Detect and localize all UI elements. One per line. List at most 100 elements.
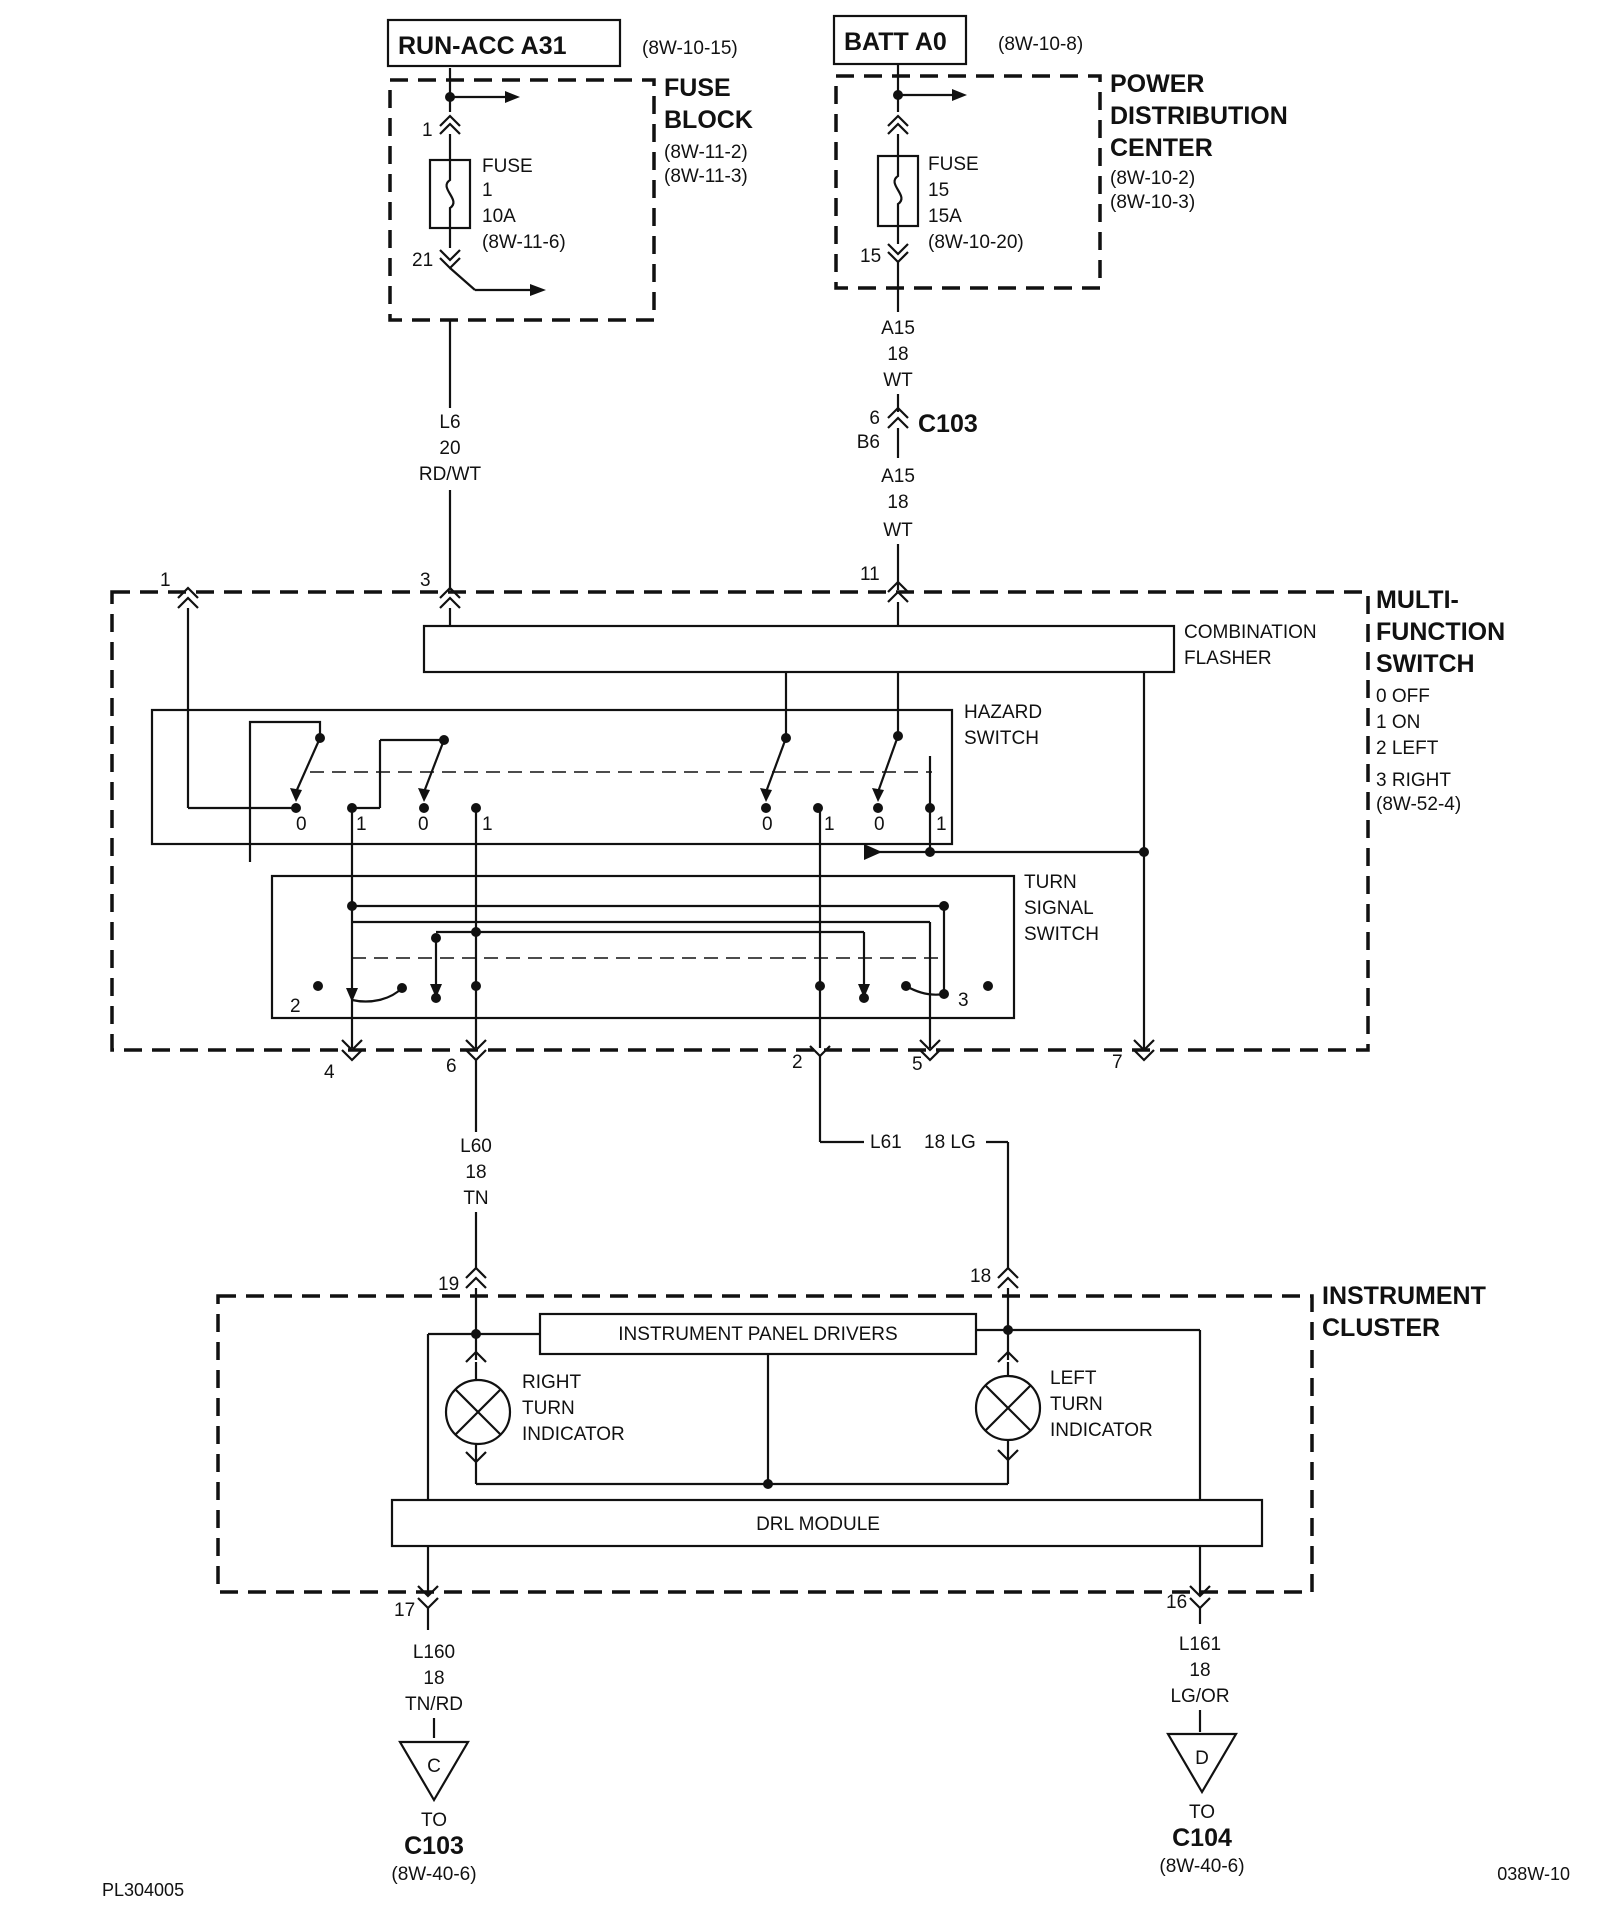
- destination-c-ref: (8W-40-6): [391, 1864, 476, 1885]
- wire-l60: L60 18 TN: [460, 1060, 492, 1268]
- fuse-block: FUSE BLOCK (8W-11-2) (8W-11-3) 1 FUSE 1 …: [388, 68, 753, 322]
- fuse-15-ref: (8W-10-20): [928, 232, 1024, 253]
- l6-color: RD/WT: [419, 464, 482, 485]
- batt-box: [832, 14, 968, 66]
- mfs-title-1: MULTI-: [1376, 586, 1459, 614]
- turn-pos-3: 3: [958, 990, 969, 1011]
- instrument-cluster-outline: [216, 1294, 1314, 1594]
- fuse-block-ref-1: (8W-11-2): [664, 142, 748, 163]
- drl-label: DRL MODULE: [756, 1514, 880, 1535]
- c103-name: C103: [918, 410, 978, 438]
- mfs-pos-2: 2 LEFT: [1376, 738, 1439, 759]
- cluster-title-2: CLUSTER: [1322, 1314, 1440, 1342]
- mfs-ref: (8W-52-4): [1376, 794, 1461, 815]
- mfs-pin-11: 11: [860, 564, 880, 585]
- wire-l61: L61 18 LG: [818, 1056, 1010, 1268]
- run-acc-ref: (8W-10-15): [642, 38, 738, 59]
- pdc-ref-2: (8W-10-3): [1110, 192, 1195, 213]
- a15-top-circuit: A15: [881, 318, 915, 339]
- a15-bot-color: WT: [883, 520, 913, 541]
- power-distribution-center: POWER DISTRIBUTION CENTER (8W-10-2) (8W-…: [834, 64, 1288, 290]
- fuse-15-number: 15: [928, 180, 949, 201]
- fuse-15-amperage: 15A: [928, 206, 962, 227]
- fuse-block-pin-1: 1: [422, 120, 433, 141]
- l60-circuit: L60: [460, 1136, 492, 1157]
- pdc-ref-1: (8W-10-2): [1110, 168, 1195, 189]
- l61-circuit: L61: [870, 1132, 902, 1153]
- hz-contact-0c: 0: [762, 814, 773, 835]
- combination-flasher: [422, 624, 1176, 674]
- hazard-switch: [150, 708, 954, 846]
- c103-pin: 6: [869, 408, 880, 429]
- hazard-label-2: SWITCH: [964, 728, 1039, 749]
- cluster-pin-19: 19: [438, 1274, 459, 1295]
- l6-gauge: 20: [439, 438, 460, 459]
- run-acc-box: [386, 18, 622, 68]
- cluster-title-1: INSTRUMENT: [1322, 1282, 1486, 1310]
- pdc-title-1: POWER: [1110, 70, 1204, 98]
- a15-bot-gauge: 18: [887, 492, 908, 513]
- batt-ref: (8W-10-8): [998, 34, 1083, 55]
- fuse-block-title-2: BLOCK: [664, 106, 753, 134]
- left-turn-label-2: TURN: [1050, 1394, 1103, 1415]
- l60-gauge: 18: [465, 1162, 486, 1183]
- l161-gauge: 18: [1189, 1660, 1210, 1681]
- pdc-pin-15: 15: [860, 246, 881, 267]
- mfs-pin-3: 3: [420, 570, 431, 591]
- destination-d-triangle: [1166, 1732, 1238, 1795]
- turn-label-1: TURN: [1024, 872, 1077, 893]
- fuse-1-amperage: 10A: [482, 206, 516, 227]
- wire-l6: L6 20 RD/WT: [419, 320, 482, 590]
- fuse-15-word: FUSE: [928, 154, 979, 175]
- wire-l161: L161 18 LG/OR: [1170, 1608, 1230, 1732]
- mfs-pin-4: 4: [324, 1062, 335, 1083]
- destination-c-letter: C: [427, 1756, 441, 1777]
- a15-top-gauge: 18: [887, 344, 908, 365]
- hz-contact-1c: 1: [824, 814, 835, 835]
- fuse-block-pin-21: 21: [412, 250, 433, 271]
- destination-c-connector: C103: [404, 1832, 464, 1860]
- destination-c-to: TO: [421, 1810, 447, 1831]
- hz-contact-1d: 1: [936, 814, 947, 835]
- destination-c: C TO C103 (8W-40-6): [391, 1740, 477, 1885]
- fuse-1-number: 1: [482, 180, 493, 201]
- l6-circuit: L6: [439, 412, 460, 433]
- l161-circuit: L161: [1179, 1634, 1221, 1655]
- l160-color: TN/RD: [405, 1694, 463, 1715]
- fuse-block-ref-2: (8W-11-3): [664, 166, 748, 187]
- wire-l160: L160 18 TN/RD: [405, 1608, 463, 1738]
- cluster-pin-18: 18: [970, 1266, 991, 1287]
- cluster-pin-16: 16: [1166, 1592, 1187, 1613]
- pdc-outline: [834, 74, 1102, 290]
- l61-spec: 18 LG: [924, 1132, 976, 1153]
- mfs-pin-5: 5: [912, 1054, 923, 1075]
- hz-contact-0b: 0: [418, 814, 429, 835]
- fuse-block-title-1: FUSE: [664, 74, 731, 102]
- destination-d-to: TO: [1189, 1802, 1215, 1823]
- drivers-label: INSTRUMENT PANEL DRIVERS: [618, 1324, 897, 1345]
- instrument-cluster: INSTRUMENT CLUSTER 19 18 INSTRUMENT PANE…: [216, 1266, 1486, 1621]
- left-turn-label-3: INDICATOR: [1050, 1420, 1153, 1441]
- c103-cavity: B6: [857, 432, 880, 453]
- right-turn-label-2: TURN: [522, 1398, 575, 1419]
- hz-contact-1a: 1: [356, 814, 367, 835]
- multifunction-switch: MULTI- FUNCTION SWITCH 0 OFF 1 ON 2 LEFT…: [110, 564, 1505, 1083]
- run-acc-source: RUN-ACC A31 (8W-10-15): [386, 18, 738, 68]
- flasher-label-1: COMBINATION: [1184, 622, 1317, 643]
- hz-contact-1b: 1: [482, 814, 493, 835]
- mfs-pin-2: 2: [792, 1052, 803, 1073]
- batt-source: BATT A0 (8W-10-8): [832, 14, 1083, 66]
- mfs-title-2: FUNCTION: [1376, 618, 1505, 646]
- fuse-1-ref: (8W-11-6): [482, 232, 566, 253]
- turn-label-2: SIGNAL: [1024, 898, 1094, 919]
- destination-d: D TO C104 (8W-40-6): [1159, 1732, 1245, 1877]
- right-turn-label-3: INDICATOR: [522, 1424, 625, 1445]
- flasher-label-2: FLASHER: [1184, 648, 1272, 669]
- right-turn-indicator-lamp: [444, 1378, 512, 1446]
- mfs-title-3: SWITCH: [1376, 650, 1475, 678]
- a15-bot-circuit: A15: [881, 466, 915, 487]
- fuse-1-word: FUSE: [482, 156, 533, 177]
- destination-d-ref: (8W-40-6): [1159, 1856, 1244, 1877]
- pdc-title-3: CENTER: [1110, 134, 1213, 162]
